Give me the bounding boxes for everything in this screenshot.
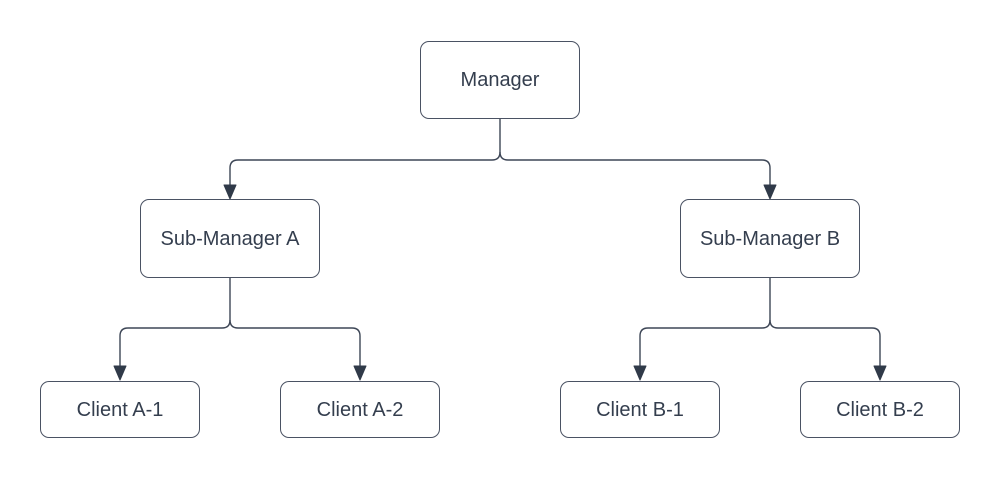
edge-sub-a-to-client-a2 xyxy=(229,319,361,367)
node-client-b1-label: Client B-1 xyxy=(596,398,684,421)
edge-sub-a-to-client-a1 xyxy=(119,319,231,367)
edge-manager-to-sub-b xyxy=(499,151,771,186)
node-client-b2: Client B-2 xyxy=(800,381,960,438)
arrowhead-client-a2 xyxy=(353,365,367,381)
node-sub-manager-a-label: Sub-Manager A xyxy=(160,227,300,250)
node-client-a1-label: Client A-1 xyxy=(76,398,164,421)
edge-sub-b-to-client-b2 xyxy=(769,319,881,367)
arrowhead-client-b2 xyxy=(873,365,887,381)
arrowhead-sub-b xyxy=(763,184,777,200)
node-client-b1: Client B-1 xyxy=(560,381,720,438)
node-client-a1: Client A-1 xyxy=(40,381,200,438)
node-sub-manager-b-label: Sub-Manager B xyxy=(699,227,841,250)
arrowhead-client-b1 xyxy=(633,365,647,381)
node-sub-manager-b: Sub-Manager B xyxy=(680,199,860,278)
node-client-b2-label: Client B-2 xyxy=(836,398,924,421)
edge-sub-b-to-client-b1 xyxy=(639,319,771,367)
node-client-a2: Client A-2 xyxy=(280,381,440,438)
node-client-a2-label: Client A-2 xyxy=(316,398,404,421)
edge-manager-to-sub-a xyxy=(229,151,501,186)
node-manager: Manager xyxy=(420,41,580,119)
arrowhead-client-a1 xyxy=(113,365,127,381)
arrowhead-sub-a xyxy=(223,184,237,200)
node-sub-manager-a: Sub-Manager A xyxy=(140,199,320,278)
node-manager-label: Manager xyxy=(460,69,540,91)
